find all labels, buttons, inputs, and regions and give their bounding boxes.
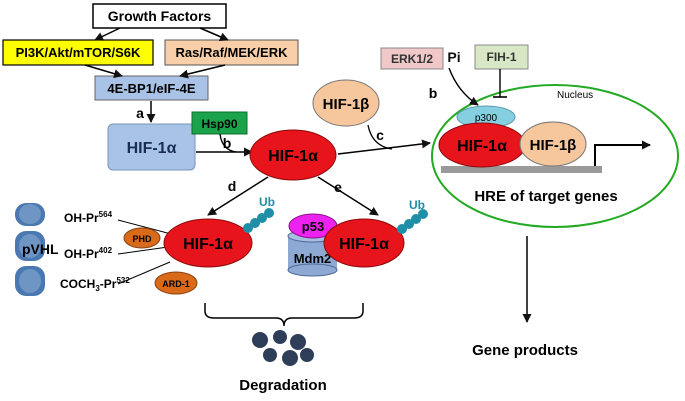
hif1b-nucleus: HIF-1β bbox=[519, 121, 587, 167]
hif1a-center: HIF-1α bbox=[249, 129, 337, 181]
hif1a-left-label: HIF-1α bbox=[183, 236, 233, 253]
degradation-bracket bbox=[204, 303, 364, 327]
arrow-e bbox=[317, 176, 379, 216]
hif1a-box: HIF-1α bbox=[107, 123, 196, 171]
ras-box: Ras/Raf/MEK/ERK bbox=[164, 39, 299, 66]
oh-pr564-label: OH-Pr564 bbox=[64, 210, 113, 225]
arrow-b-erk-to-p300 bbox=[448, 67, 479, 106]
fih1-box: FIH-1 bbox=[474, 44, 529, 70]
transcription-arrow bbox=[594, 140, 651, 166]
ub-left-label: Ub bbox=[259, 195, 275, 209]
pvhl-membrane: pVHL bbox=[15, 203, 59, 296]
phd-oval: PHD bbox=[123, 227, 161, 249]
ard1-oval: ARD-1 bbox=[154, 271, 198, 295]
pi3k-label: PI3K/Akt/mTOR/S6K bbox=[16, 45, 141, 60]
step-c-label: c bbox=[376, 127, 384, 143]
hif1b-nucleus-label: HIF-1β bbox=[530, 137, 577, 154]
pi3k-box: PI3K/Akt/mTOR/S6K bbox=[2, 39, 154, 66]
link-pr402 bbox=[117, 246, 169, 255]
hif1b-free: HIF-1β bbox=[312, 79, 380, 127]
p300-oval: p300 bbox=[456, 105, 516, 129]
fih1-label: FIH-1 bbox=[487, 50, 517, 64]
gene-products-label: Gene products bbox=[472, 342, 578, 359]
hif1a-nucleus: HIF-1α bbox=[438, 122, 526, 168]
arrow-pi3k-to-4ebp1 bbox=[84, 64, 123, 79]
hsp90-link bbox=[219, 133, 237, 153]
oh-pr402-label: OH-Pr402 bbox=[64, 246, 113, 261]
arrow-gf-to-pi3k bbox=[94, 27, 121, 41]
hif1b-free-label: HIF-1β bbox=[323, 96, 370, 113]
hif1a-right-degradation: HIF-1α bbox=[323, 218, 405, 268]
arrow-gf-to-ras bbox=[199, 27, 229, 41]
growth-factors-box: Growth Factors bbox=[92, 3, 227, 29]
hsp90-box: Hsp90 bbox=[191, 111, 248, 135]
coch3-pr532-label: COCH3-Pr532 bbox=[60, 276, 130, 293]
nucleus-label: Nucleus bbox=[557, 90, 593, 101]
four-ebp1-box: 4E-BP1/eIF-4E bbox=[94, 75, 209, 101]
p300-label: p300 bbox=[475, 113, 498, 124]
hif1a-box-label: HIF-1α bbox=[127, 140, 177, 157]
ras-label: Ras/Raf/MEK/ERK bbox=[176, 45, 289, 60]
ard1-label: ARD-1 bbox=[162, 279, 190, 289]
erk12-label: ERK1/2 bbox=[391, 52, 433, 66]
link-pr532 bbox=[117, 261, 171, 285]
hif1a-right-label: HIF-1α bbox=[339, 236, 389, 253]
hif1a-left-degradation: HIF-1α bbox=[163, 218, 253, 268]
four-ebp1-label: 4E-BP1/eIF-4E bbox=[107, 81, 195, 96]
step-a-label: a bbox=[136, 105, 144, 121]
hif1a-nucleus-label: HIF-1α bbox=[457, 138, 507, 155]
step-e-label: e bbox=[334, 179, 342, 195]
ub-chain-right: Ub bbox=[397, 198, 428, 234]
arrow-d bbox=[207, 176, 269, 216]
growth-factors-label: Growth Factors bbox=[108, 8, 212, 24]
hsp90-label: Hsp90 bbox=[201, 117, 237, 131]
pi-label: Pi bbox=[447, 49, 460, 65]
step-d-label: d bbox=[228, 178, 237, 194]
link-pr564 bbox=[117, 219, 176, 236]
arrow-ras-to-4ebp1 bbox=[179, 64, 226, 79]
hre-label: HRE of target genes bbox=[474, 188, 617, 205]
degradation-label: Degradation bbox=[239, 377, 327, 394]
arrow-c bbox=[337, 139, 431, 155]
ub-chain-left: Ub bbox=[243, 195, 275, 233]
erk12-box: ERK1/2 bbox=[380, 47, 444, 70]
step-b-label-1: b bbox=[223, 135, 232, 151]
degradation-fragments bbox=[252, 330, 314, 366]
hif1a-center-label: HIF-1α bbox=[268, 148, 318, 165]
hre-dna-bar bbox=[441, 166, 602, 173]
phd-label: PHD bbox=[132, 234, 152, 244]
p53-label: p53 bbox=[302, 219, 324, 234]
step-b-label-2: b bbox=[429, 85, 438, 101]
hif1b-link bbox=[367, 124, 393, 150]
p53-oval: p53 bbox=[288, 213, 338, 239]
mdm2-label: Mdm2 bbox=[294, 251, 332, 266]
ub-right-label: Ub bbox=[409, 198, 425, 212]
pvhl-label: pVHL bbox=[22, 241, 59, 257]
